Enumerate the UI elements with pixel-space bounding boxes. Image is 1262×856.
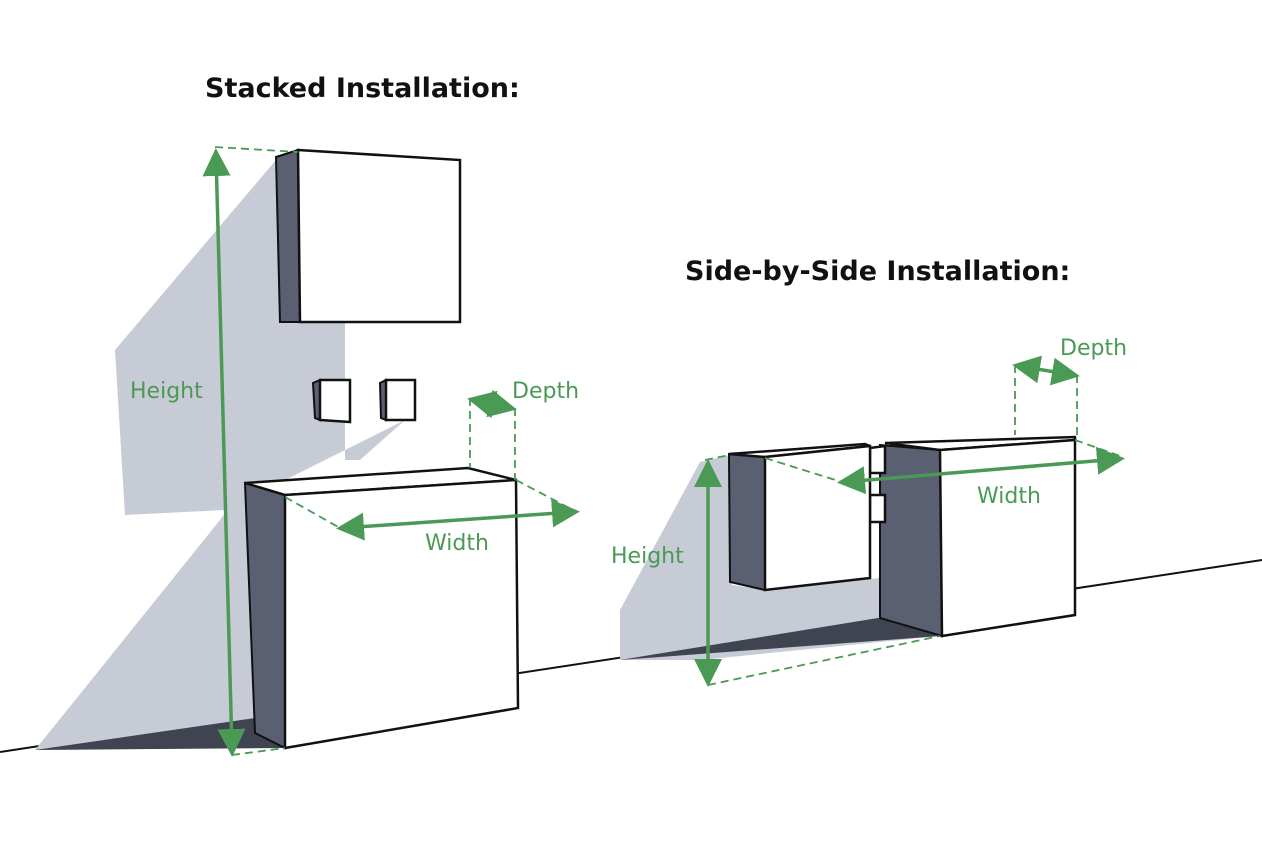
upper-cabinet-side	[274, 148, 302, 323]
side-width-arrow	[837, 446, 1125, 495]
stacked-title: Stacked Installation:	[205, 73, 520, 104]
small-box	[868, 493, 887, 524]
side-by-side-title: Side-by-Side Installation:	[685, 256, 1070, 287]
stacked-height-arrow	[202, 148, 246, 757]
stacked-depth-label: Depth	[512, 379, 579, 404]
side-depth-label: Depth	[1060, 336, 1127, 361]
stacked-depth-arrow	[467, 389, 517, 419]
small-box	[868, 444, 887, 475]
small-box-left	[318, 378, 352, 424]
small-box-right	[384, 378, 417, 422]
side-width-label: Width	[977, 484, 1041, 509]
side-depth-arrow	[1012, 355, 1080, 386]
left-cabinet-side	[727, 452, 766, 592]
stacked-width-label: Width	[425, 531, 489, 556]
side-height-label: Height	[611, 544, 684, 569]
lower-cabinet-front	[283, 478, 520, 750]
stacked-width-arrow	[336, 499, 580, 541]
stacked-height-label: Height	[130, 379, 203, 404]
stacked-wall-shadow	[115, 160, 405, 515]
upper-cabinet-front	[296, 148, 462, 324]
left-cabinet-front	[763, 444, 872, 592]
